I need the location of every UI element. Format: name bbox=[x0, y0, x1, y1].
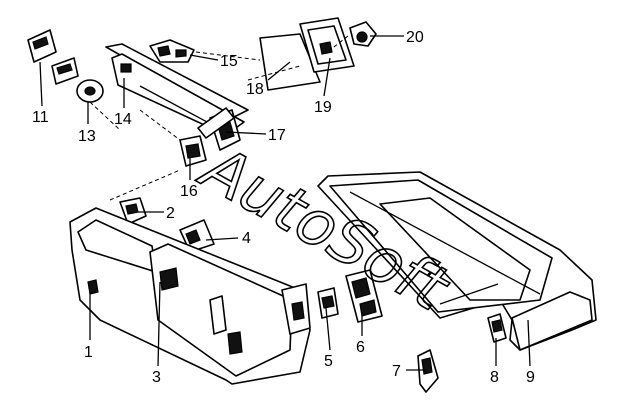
callout-1: 1 bbox=[84, 344, 93, 361]
part-13-grommet bbox=[76, 79, 104, 103]
callout-3: 3 bbox=[152, 369, 161, 386]
part-9-bumper-cover bbox=[317, 171, 597, 351]
callout-15: 15 bbox=[220, 53, 238, 70]
part-8-bracket bbox=[487, 313, 507, 343]
callout-9: 9 bbox=[526, 369, 535, 386]
callout-11: 11 bbox=[32, 109, 49, 126]
part-4-bracket bbox=[179, 219, 215, 253]
callout-8: 8 bbox=[490, 369, 499, 386]
callout-19: 19 bbox=[314, 99, 332, 116]
assembly-guides bbox=[89, 35, 349, 201]
part-16-bracket bbox=[179, 135, 207, 167]
leader-lines bbox=[39, 35, 531, 371]
callout-18: 18 bbox=[246, 81, 264, 98]
callout-5: 5 bbox=[324, 353, 333, 370]
callout-2: 2 bbox=[166, 205, 175, 222]
part-19-plate-frame bbox=[299, 17, 355, 73]
part-11-plate bbox=[27, 29, 79, 85]
part-2-bracket bbox=[119, 197, 147, 225]
part-6-block bbox=[345, 269, 383, 323]
callout-16: 16 bbox=[180, 183, 198, 200]
callout-4: 4 bbox=[242, 230, 251, 247]
callout-6: 6 bbox=[356, 339, 365, 356]
part-20-clip bbox=[349, 21, 377, 47]
callout-labels: 1 2 3 4 5 6 7 8 9 11 13 14 15 16 17 18 1… bbox=[32, 29, 535, 386]
part-1-bumper-reinforcement bbox=[69, 207, 311, 385]
callout-7: 7 bbox=[392, 363, 401, 380]
callout-17: 17 bbox=[268, 127, 286, 144]
part-5-bracket bbox=[317, 287, 339, 319]
part-17-bracket bbox=[197, 107, 241, 151]
part-14-bracket-bar bbox=[105, 43, 249, 136]
part-15-hinge bbox=[149, 39, 195, 63]
callout-13: 13 bbox=[78, 128, 96, 145]
callout-14: 14 bbox=[114, 111, 132, 128]
part-7-clip bbox=[417, 349, 439, 393]
callout-20: 20 bbox=[406, 29, 424, 46]
